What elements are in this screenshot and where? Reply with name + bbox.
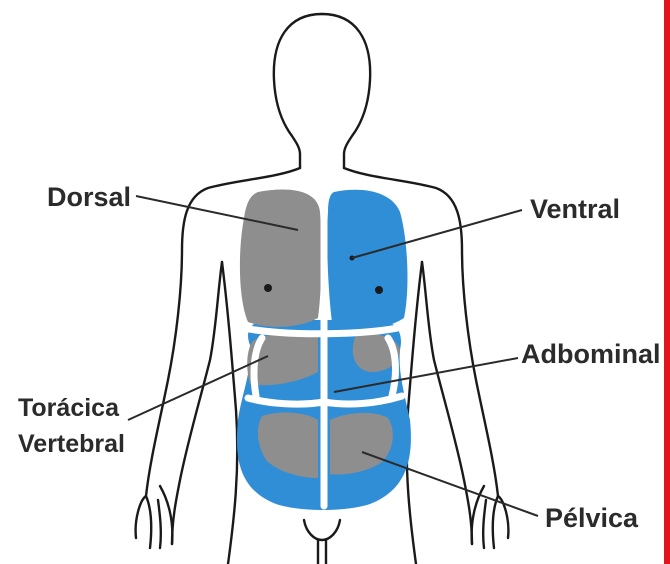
- label-ventral: Ventral: [530, 194, 620, 224]
- label-pelvica: Pélvica: [545, 503, 639, 533]
- cavities: [237, 189, 411, 510]
- label-toracica: Torácica: [18, 394, 120, 422]
- label-adbominal: Adbominal: [521, 339, 661, 369]
- right-border: [664, 0, 670, 564]
- label-dorsal: Dorsal: [47, 182, 131, 212]
- dorsal-dot: [264, 284, 272, 292]
- label-vertebral: Vertebral: [18, 430, 125, 458]
- ventral-right-region: [327, 190, 407, 329]
- ventral-dot: [375, 286, 383, 294]
- dorsal-left-region: [240, 189, 321, 326]
